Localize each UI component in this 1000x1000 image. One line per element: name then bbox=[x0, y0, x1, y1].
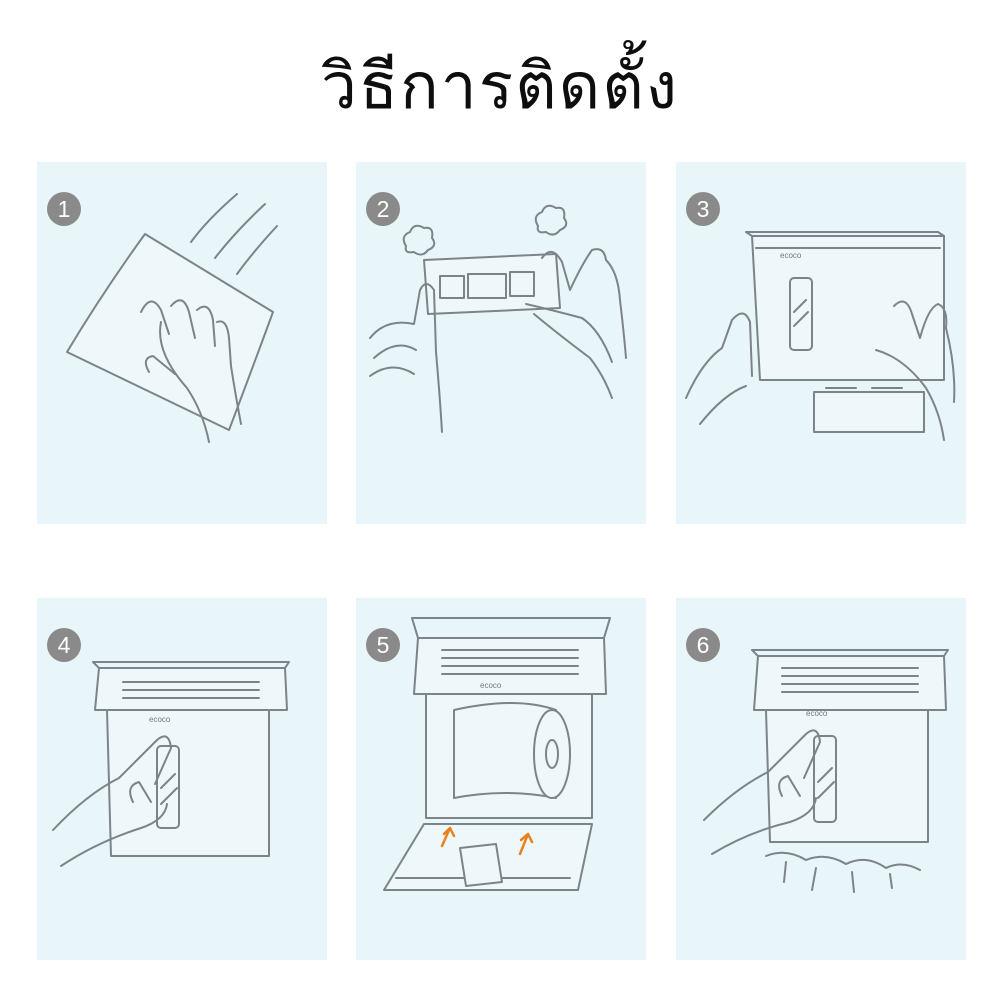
step-number-badge: 4 bbox=[47, 628, 81, 662]
svg-text:ecoco: ecoco bbox=[480, 681, 502, 690]
mount-box-icon: ecoco bbox=[685, 231, 956, 441]
press-box-icon: ecoco bbox=[52, 661, 290, 867]
pull-tissue-icon: ecoco bbox=[703, 649, 949, 893]
step-number-badge: 6 bbox=[686, 628, 720, 662]
step-panel-1: 1 bbox=[37, 162, 327, 524]
step-panel-6: ecoco 6 bbox=[676, 598, 966, 960]
step-number-badge: 5 bbox=[366, 628, 400, 662]
step-panel-5: ecoco 5 bbox=[356, 598, 646, 960]
svg-text:ecoco: ecoco bbox=[780, 251, 802, 260]
page-title: วิธีการติดตั้ง bbox=[321, 50, 679, 124]
svg-text:ecoco: ecoco bbox=[806, 709, 828, 718]
step-panel-3: ecoco 3 bbox=[676, 162, 966, 524]
step-panel-2: 2 bbox=[356, 162, 646, 524]
step-panel-4: ecoco 4 bbox=[37, 598, 327, 960]
wipe-wall-icon bbox=[66, 193, 278, 443]
step-number-badge: 2 bbox=[366, 192, 400, 226]
step-number-badge: 1 bbox=[47, 192, 81, 226]
adhesive-plate-icon bbox=[369, 204, 627, 433]
svg-text:ecoco: ecoco bbox=[149, 715, 171, 724]
step-number-badge: 3 bbox=[686, 192, 720, 226]
open-insert-roll-icon: ecoco bbox=[383, 617, 611, 891]
